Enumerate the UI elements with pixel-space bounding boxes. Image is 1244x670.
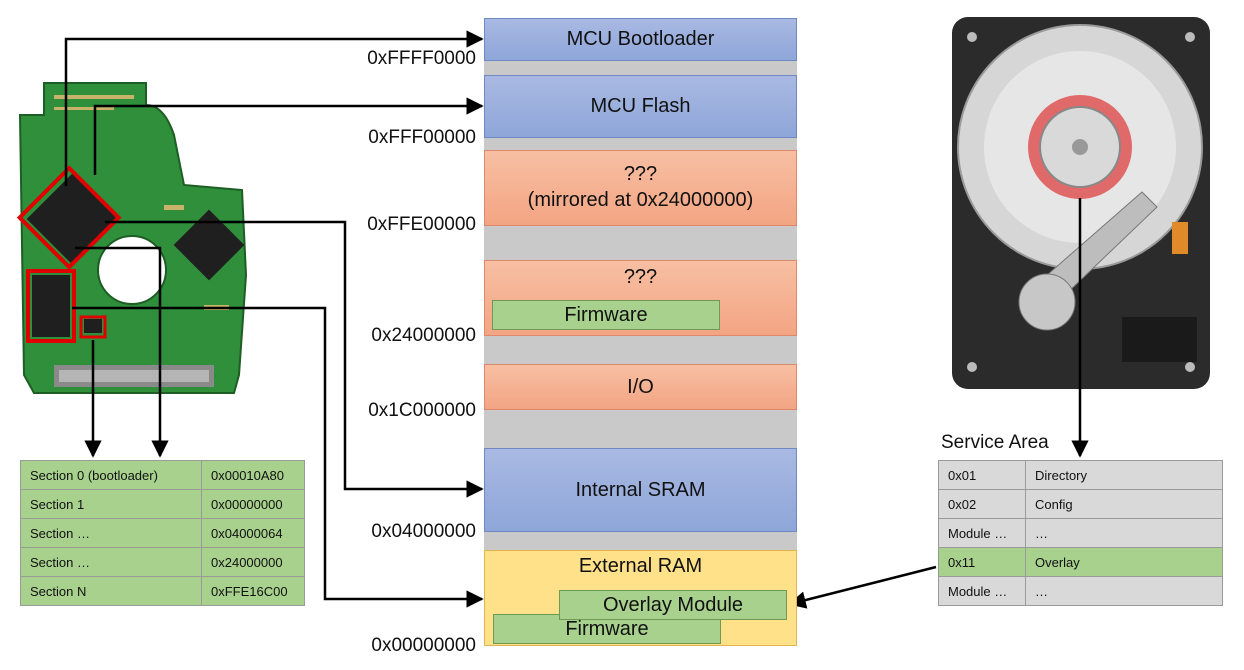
table-row: Section … 0x24000000	[20, 547, 305, 577]
table-row: Section 1 0x00000000	[20, 489, 305, 519]
table-row-highlighted: 0x11 Overlay	[938, 547, 1223, 577]
table-row: Section … 0x04000064	[20, 518, 305, 548]
section-address: 0xFFE16C00	[201, 576, 305, 606]
region-internal-sram: Internal SRAM	[484, 448, 797, 532]
section-address: 0x04000064	[201, 518, 305, 548]
address-label: 0xFFE00000	[367, 214, 476, 235]
module-id: 0x11	[938, 547, 1026, 577]
region-label: Internal SRAM	[575, 479, 706, 501]
section-name: Section 1	[20, 489, 202, 519]
module-name: Config	[1025, 489, 1223, 519]
module-id: 0x02	[938, 489, 1026, 519]
section-address: 0x24000000	[201, 547, 305, 577]
table-row: Section N 0xFFE16C00	[20, 576, 305, 606]
region-sublabel: (mirrored at 0x24000000)	[527, 189, 754, 211]
module-name: …	[1025, 518, 1223, 548]
table-row: Module … …	[938, 576, 1223, 606]
flash-sections-table: Section 0 (bootloader) 0x00010A80 Sectio…	[20, 460, 305, 606]
address-label: 0xFFF00000	[368, 127, 476, 148]
section-name: Section N	[20, 576, 202, 606]
address-label: 0x04000000	[371, 521, 476, 542]
section-address: 0x00010A80	[201, 460, 305, 490]
section-name: Section …	[20, 547, 202, 577]
region-label: ???	[623, 163, 658, 185]
firmware-block: Firmware	[492, 300, 720, 330]
service-area-title: Service Area	[941, 432, 1049, 453]
section-name: Section …	[20, 518, 202, 548]
region-label: External RAM	[578, 555, 703, 577]
module-name: Directory	[1025, 460, 1223, 490]
module-name: Overlay	[1025, 547, 1223, 577]
table-row: 0x02 Config	[938, 489, 1223, 519]
region-label: MCU Bootloader	[566, 28, 715, 50]
table-row: Module … …	[938, 518, 1223, 548]
section-address: 0x00000000	[201, 489, 305, 519]
service-area-table: 0x01 Directory 0x02 Config Module … … 0x…	[938, 460, 1223, 606]
region-label: MCU Flash	[590, 95, 691, 117]
module-id: 0x01	[938, 460, 1026, 490]
table-row: Section 0 (bootloader) 0x00010A80	[20, 460, 305, 490]
region-unknown-mirrored: ??? (mirrored at 0x24000000)	[484, 150, 797, 226]
address-label: 0x24000000	[371, 325, 476, 346]
address-label: 0x1C000000	[368, 400, 476, 421]
module-id: Module …	[938, 576, 1026, 606]
table-row: 0x01 Directory	[938, 460, 1223, 490]
pcb-image	[16, 82, 248, 394]
section-name: Section 0 (bootloader)	[20, 460, 202, 490]
module-name: …	[1025, 576, 1223, 606]
region-label: I/O	[627, 376, 654, 398]
disk-image	[952, 17, 1210, 389]
address-label: 0x00000000	[371, 635, 476, 656]
memory-map: MCU Bootloader MCU Flash ??? (mirrored a…	[484, 18, 797, 646]
region-label: ???	[623, 266, 658, 288]
overlay-module-block: Overlay Module	[559, 590, 787, 620]
region-mcu-bootloader: MCU Bootloader	[484, 18, 797, 61]
region-io: I/O	[484, 364, 797, 410]
address-label: 0xFFFF0000	[367, 48, 476, 69]
region-mcu-flash: MCU Flash	[484, 75, 797, 138]
module-id: Module …	[938, 518, 1026, 548]
